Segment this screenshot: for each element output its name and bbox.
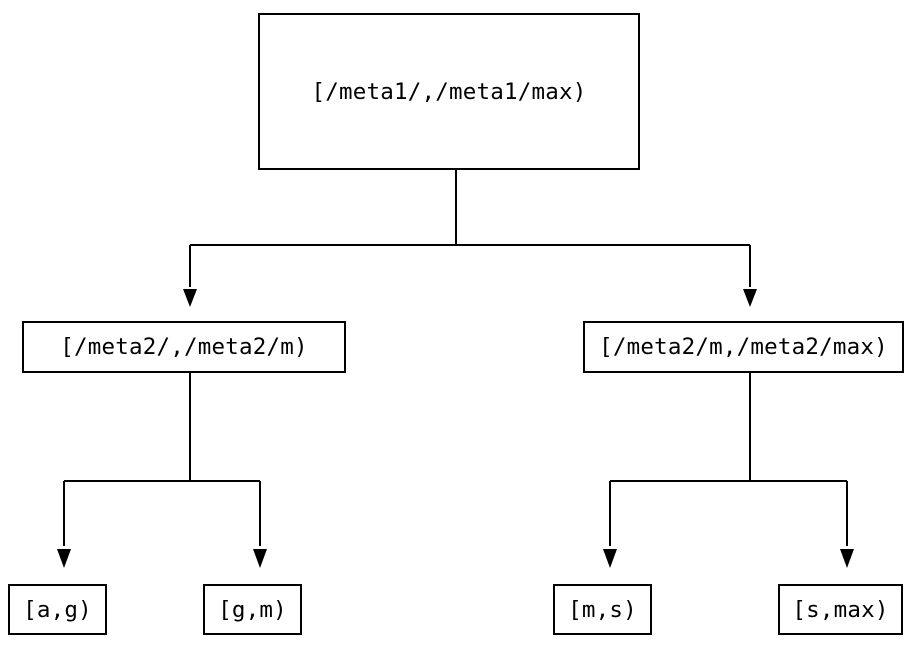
edge-root-trunk-line bbox=[189, 170, 751, 287]
arrowhead-to-leaf-gm-icon bbox=[253, 549, 267, 568]
arrowhead-to-leaf-smax-icon bbox=[840, 549, 854, 568]
arrowhead-to-mid-left-icon bbox=[183, 289, 197, 307]
node-root-range: [/meta1/,/meta1/max) bbox=[258, 13, 640, 170]
edge-root-to-children bbox=[183, 170, 757, 307]
edge-mid-right-trunk-line bbox=[609, 373, 848, 546]
node-mid-left-range: [/meta2/,/meta2/m) bbox=[22, 321, 346, 373]
node-leaf-range-smax: [s,max) bbox=[778, 584, 903, 635]
edge-mid-right-to-children bbox=[603, 373, 854, 568]
node-leaf-range-gm: [g,m) bbox=[203, 584, 302, 635]
node-leaf-range-ag: [a,g) bbox=[8, 584, 107, 635]
arrowhead-to-leaf-ag-icon bbox=[57, 549, 71, 568]
arrowhead-to-mid-right-icon bbox=[743, 289, 757, 307]
edge-mid-left-trunk-line bbox=[63, 373, 261, 546]
node-mid-right-range: [/meta2/m,/meta2/max) bbox=[583, 321, 904, 373]
edge-mid-left-to-children bbox=[57, 373, 267, 568]
node-leaf-range-ms: [m,s) bbox=[553, 584, 652, 635]
arrowhead-to-leaf-ms-icon bbox=[603, 549, 617, 568]
